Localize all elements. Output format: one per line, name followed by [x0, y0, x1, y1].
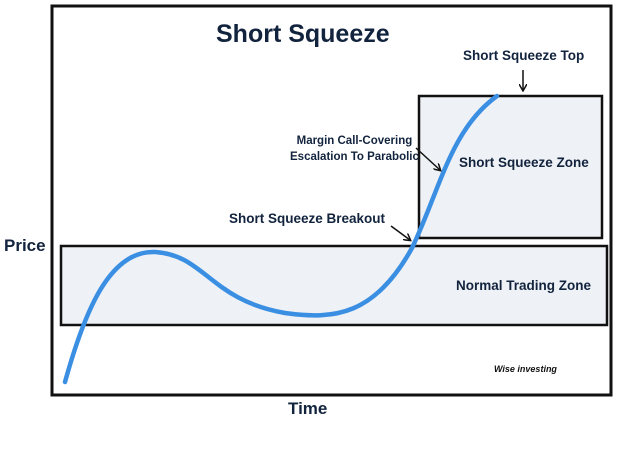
diagram-title: Short Squeeze	[216, 20, 390, 48]
short-squeeze-zone-label: Short Squeeze Zone	[459, 155, 589, 170]
short-squeeze-zone-box	[417, 94, 604, 240]
margin-call-line-1: Margin Call-Covering	[296, 135, 413, 147]
y-axis-label: Price	[4, 236, 46, 255]
watermark: Wise investing	[494, 364, 557, 374]
short-squeeze-top-label: Short Squeeze Top	[463, 48, 585, 63]
x-axis-label: Time	[288, 399, 328, 418]
margin-call-line-2: Escalation To Parabolic	[290, 151, 419, 163]
normal-trading-zone-label: Normal Trading Zone	[456, 278, 592, 293]
margin-call-label: Margin Call-Covering Escalation To Parab…	[290, 133, 419, 165]
price-curve	[62, 93, 500, 385]
margin-call-arrow	[415, 147, 440, 170]
breakout-arrow	[390, 225, 410, 240]
breakout-label: Short Squeeze Breakout	[229, 211, 386, 226]
